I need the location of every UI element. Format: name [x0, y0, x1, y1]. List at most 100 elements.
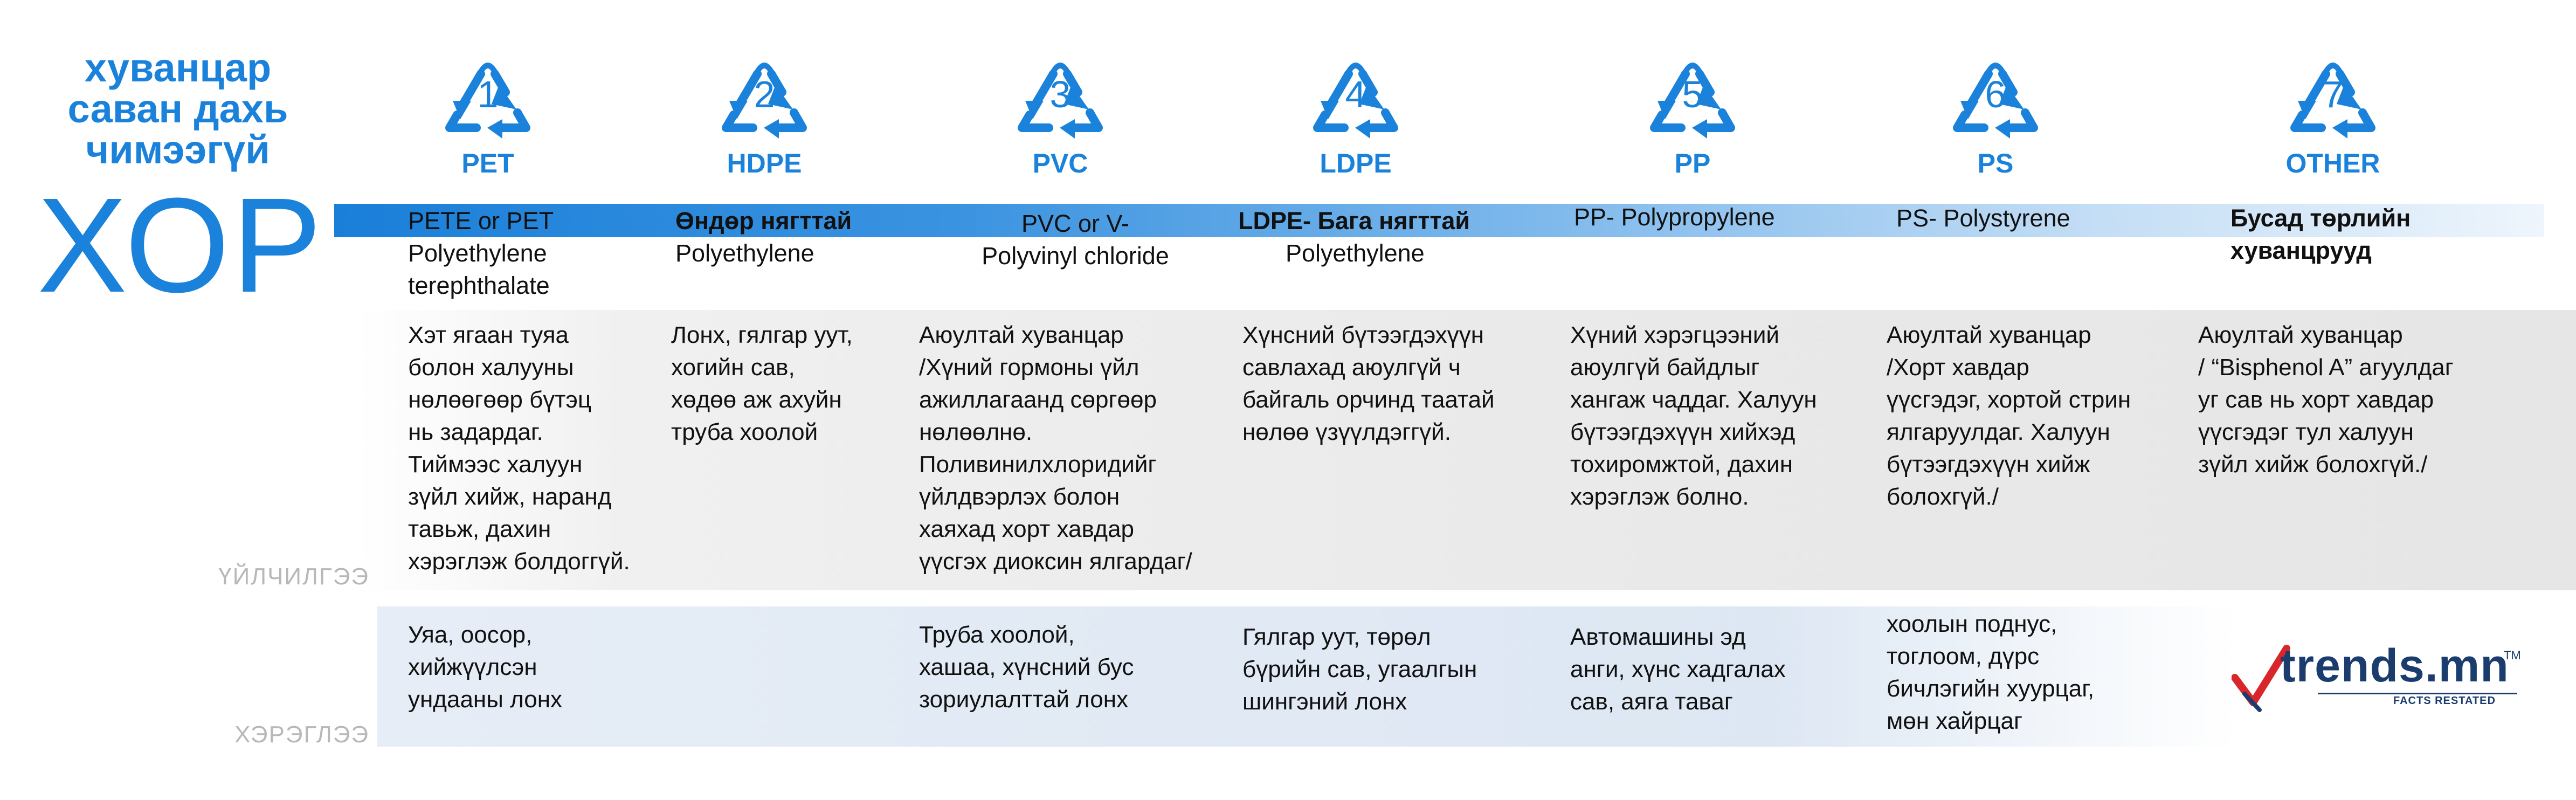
desc-line: Аюултай хуванцар — [919, 322, 1124, 348]
desc-line: хөдөө аж ахуйн — [671, 387, 842, 413]
use-ps: хоолын поднус, тоглоом, дүрс бичлэгийн х… — [1887, 608, 2094, 737]
desc-line: Поливинилхлоридийг — [919, 451, 1157, 478]
desc-hdpe: Лонх, гялгар уут, хогийн сав, хөдөө аж а… — [671, 319, 853, 449]
logo-rule — [2318, 693, 2517, 694]
desc-line: Хүний хэрэгцээний — [1570, 322, 1780, 348]
use-line: тоглоом, дүрс — [1887, 643, 2040, 670]
desc-ldpe: Хүнсний бүтээгдэхүүн савлахад аюулгүй ч … — [1242, 319, 1495, 449]
header-pp-name: PP- Polypropylene — [1574, 203, 1775, 231]
logo-tm: TM — [2504, 649, 2521, 662]
recycle-number-3: 3 — [1049, 73, 1071, 115]
code-other: OTHER — [2285, 148, 2380, 178]
use-line: ундааны лонх — [408, 686, 562, 713]
use-ldpe: Гялгар уут, төрөл бүрийн сав, угаалгын ш… — [1242, 621, 1477, 718]
desc-line: Тиймээс халуун — [408, 451, 583, 478]
recycle-icon-6: 6 — [1939, 40, 2052, 148]
use-line: шингэний лонх — [1242, 688, 1407, 715]
header-ldpe-sub1: Polyethylene — [1286, 239, 1425, 267]
header-ps: PS- Polystyrene — [1896, 202, 2070, 235]
use-line: анги, хүнс хадгалах — [1570, 656, 1786, 682]
desc-line: нөлөөгөөр бүтэц — [408, 387, 592, 413]
code-ldpe: LDPE — [1320, 148, 1392, 178]
desc-line: ялгаруулдаг. Халуун — [1887, 419, 2110, 445]
code-hdpe: HDPE — [727, 148, 802, 178]
desc-line: үйлдвэрлэх болон — [919, 484, 1120, 510]
header-hdpe-name: Өндөр нягттай — [675, 207, 852, 235]
use-line: Автомашины эд — [1570, 624, 1746, 650]
title-line-1: хуванцар — [84, 45, 272, 90]
header-pet-sub2: terephthalate — [408, 272, 550, 299]
header-other-sub1: хуванцрууд — [2230, 237, 2372, 264]
logo-tagline: FACTS RESTATED — [2393, 695, 2496, 707]
usage-band — [377, 606, 2237, 747]
use-line: хоолын поднус, — [1887, 611, 2057, 637]
desc-line: зүйл хийж, наранд — [408, 484, 612, 510]
use-pvc: Труба хоолой, хашаа, хүнсний бус зориула… — [919, 619, 1134, 716]
header-pet-name: PETE or PET — [408, 207, 554, 235]
desc-line: /Хорт хавдар — [1887, 354, 2029, 381]
header-ldpe: LDPE- Бага нягттай Polyethylene — [1238, 205, 1470, 270]
use-line: хашаа, хүнсний бус — [919, 654, 1134, 680]
trends-logo: trends.mn TM FACTS RESTATED — [2232, 639, 2523, 714]
desc-line: үүсгэх диоксин ялгардаг/ — [919, 548, 1192, 575]
desc-line: зүйл хийж болохгүй./ — [2198, 451, 2428, 478]
desc-line: болохгүй./ — [1887, 484, 1999, 510]
desc-line: тохиромжтой, дахин — [1570, 451, 1793, 478]
desc-line: хэрэглэж болдоггүй. — [408, 548, 630, 575]
desc-line: нь задардаг. — [408, 419, 543, 445]
header-pp: PP- Polypropylene — [1574, 201, 1775, 233]
desc-line: бүтээгдэхүүн хийж — [1887, 451, 2090, 478]
use-line: Уяа, оосор, — [408, 622, 533, 648]
recycle-icon-1: 1 — [431, 40, 544, 148]
recycle-icon-2: 2 — [708, 40, 821, 148]
desc-line: Аюултай хуванцар — [1887, 322, 2091, 348]
code-pet: PET — [461, 148, 514, 178]
recycle-number-1: 1 — [477, 73, 499, 115]
recycle-icon-7: 7 — [2276, 40, 2389, 148]
desc-line: Аюултай хуванцар — [2198, 322, 2403, 348]
use-line: мөн хайрцаг — [1887, 708, 2022, 734]
desc-ps: Аюултай хуванцар /Хорт хавдар үүсгэдэг, … — [1887, 319, 2131, 513]
desc-line: уг сав нь хорт хавдар — [2198, 387, 2434, 413]
desc-line: труба хоолой — [671, 419, 818, 445]
desc-line: ажиллагаанд сөргөөр — [919, 387, 1157, 413]
desc-line: хэрэглэж болно. — [1570, 484, 1749, 510]
header-hdpe: Өндөр нягттай Polyethylene — [675, 205, 852, 270]
use-line: сав, аяга таваг — [1570, 688, 1733, 715]
desc-line: аюулгүй байдлыг — [1570, 354, 1760, 381]
desc-line: савлахад аюулгүй ч — [1242, 354, 1461, 381]
use-line: Гялгар уут, төрөл — [1242, 624, 1431, 650]
use-pet: Уяа, оосор, хийжүүлсэн ундааны лонх — [408, 619, 562, 716]
title-main: ХОР — [37, 170, 324, 320]
check-mark-icon — [2232, 645, 2290, 712]
side-label-usage: ҮЙЛЧИЛГЭЭ — [218, 563, 369, 590]
desc-line: хогийн сав, — [671, 354, 795, 381]
header-other: Бусад төрлийн хуванцрууд — [2230, 202, 2411, 267]
use-line: Труба хоолой, — [919, 622, 1075, 648]
use-pp: Автомашины эд анги, хүнс хадгалах сав, а… — [1570, 621, 1786, 718]
desc-pvc: Аюултай хуванцар /Хүний гормоны үйл ажил… — [919, 319, 1192, 578]
code-pp: PP — [1674, 148, 1711, 178]
header-ldpe-name: LDPE- Бага нягттай — [1238, 207, 1470, 235]
header-hdpe-sub1: Polyethylene — [675, 239, 814, 267]
title-line-2: саван дахь — [67, 86, 288, 131]
desc-line: Хүнсний бүтээгдэхүүн — [1242, 322, 1484, 348]
desc-line: хангаж чаддаг. Халуун — [1570, 387, 1817, 413]
code-ps: PS — [1977, 148, 2014, 178]
code-pvc: PVC — [1032, 148, 1088, 178]
header-pvc-sub1: Polyvinyl chloride — [982, 242, 1169, 270]
desc-line: хаяхад хорт хавдар — [919, 516, 1135, 542]
use-line: бичлэгийн хуурцаг, — [1887, 675, 2095, 702]
desc-line: Хэт ягаан туяа — [408, 322, 569, 348]
desc-other: Аюултай хуванцар / “Bisphenol A” агуулда… — [2198, 319, 2454, 481]
recycle-icon-3: 3 — [1004, 40, 1117, 148]
use-line: бүрийн сав, угаалгын — [1242, 656, 1477, 682]
side-label-use: ХЭРЭГЛЭЭ — [234, 721, 369, 748]
desc-line: тавьж, дахин — [408, 516, 551, 542]
desc-line: бүтээгдэхүүн хийхэд — [1570, 419, 1795, 445]
desc-line: болон халууны — [408, 354, 574, 381]
desc-line: нөлөө үзүүлдэггүй. — [1242, 419, 1451, 445]
recycle-number-4: 4 — [1345, 73, 1366, 115]
title-line-3: чимээгүй — [86, 127, 270, 172]
desc-pet: Хэт ягаан туяа болон халууны нөлөөгөөр б… — [408, 319, 630, 578]
